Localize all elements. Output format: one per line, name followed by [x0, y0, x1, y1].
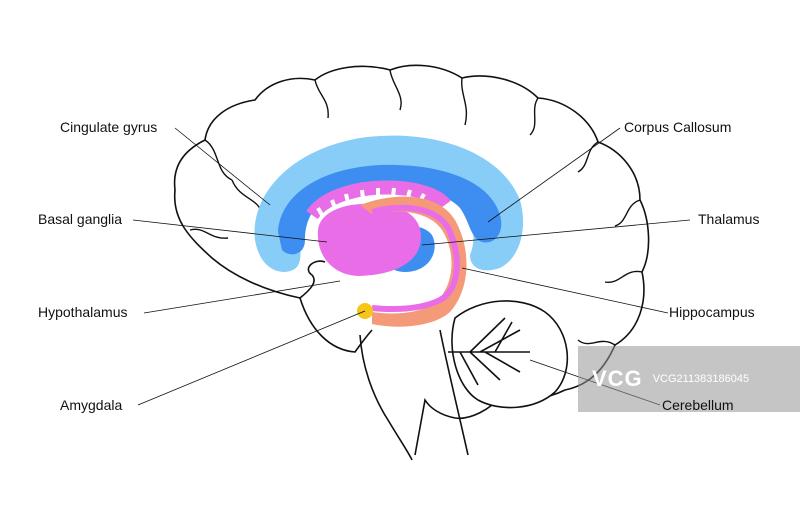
brainstem-outline	[359, 329, 469, 461]
hypothalamus-outline	[299, 260, 326, 299]
leader-hypothalamus	[143, 280, 341, 314]
watermark-id: VCG211383186045	[652, 373, 750, 385]
label-thalamus: Thalamus	[698, 211, 760, 227]
label-basal-ganglia: Basal ganglia	[38, 211, 123, 227]
leader-amygdala	[137, 310, 366, 406]
basal-ganglia-shape	[317, 203, 421, 276]
leader-cingulate	[174, 127, 271, 206]
label-amygdala: Amygdala	[60, 397, 123, 413]
cerebellum-tree	[448, 317, 530, 386]
watermark-logo: VCG	[592, 366, 643, 391]
leader-corpus	[487, 127, 621, 223]
cerebrum-outline	[173, 64, 650, 456]
label-hypothalamus: Hypothalamus	[38, 304, 128, 320]
gyri-lines	[189, 69, 643, 346]
temporal-outline	[299, 297, 373, 353]
leader-thalamus	[421, 219, 691, 246]
label-cingulate-gyrus: Cingulate gyrus	[60, 119, 158, 135]
leader-lines	[132, 127, 691, 406]
label-corpus-callosum: Corpus Callosum	[624, 119, 732, 135]
hippocampus-shape	[360, 196, 467, 327]
leader-hippocampus	[461, 267, 669, 314]
watermark: VCG VCG211383186045	[578, 346, 800, 412]
leader-basal	[132, 219, 328, 243]
label-cerebellum: Cerebellum	[662, 397, 734, 413]
cingulate-gyrus-shape	[254, 135, 524, 272]
cerebellum-outline	[451, 300, 569, 409]
corpus-callosum-shape	[278, 164, 502, 255]
fornix-stripes	[306, 180, 451, 220]
fornix-pink-arc	[371, 204, 460, 313]
label-hippocampus: Hippocampus	[669, 304, 755, 320]
